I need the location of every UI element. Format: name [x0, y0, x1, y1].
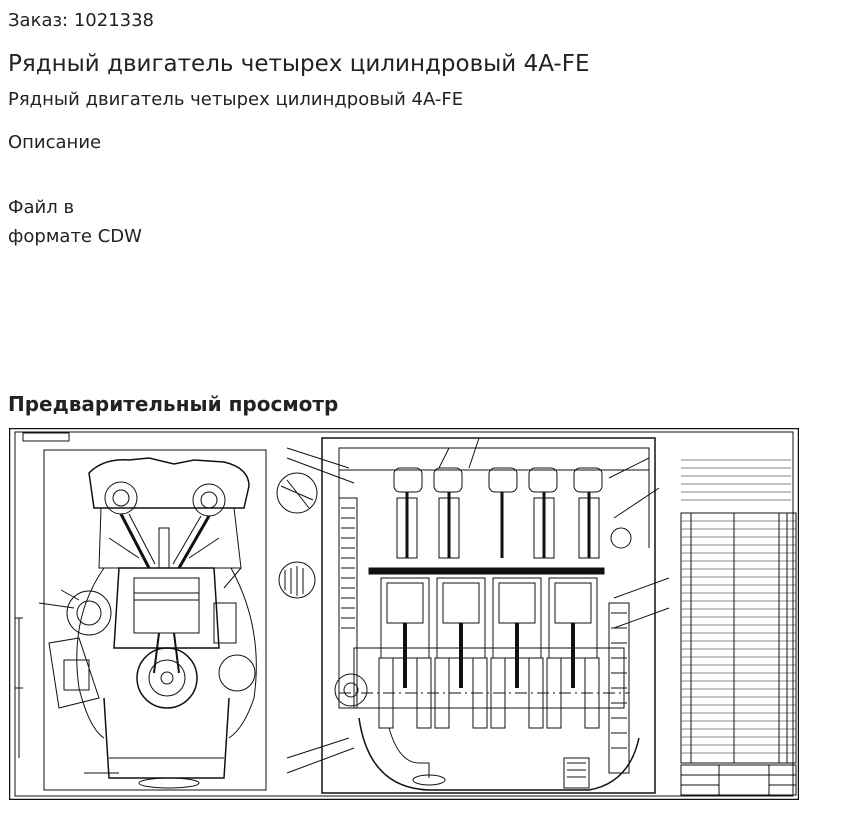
engine-drawing-svg	[9, 428, 799, 800]
file-format-info: Файл в формате CDW	[8, 193, 168, 251]
order-value: 1021338	[73, 10, 155, 31]
preview-heading: Предварительный просмотр	[8, 392, 339, 416]
parts-list-table	[680, 512, 797, 764]
drawing-title-block	[680, 764, 797, 796]
engine-cross-section-view	[38, 449, 267, 791]
order-number: Заказ: 1021338	[8, 10, 154, 32]
product-title: Рядный двигатель четырех цилиндровый 4A-…	[8, 51, 590, 77]
product-subtitle: Рядный двигатель четырех цилиндровый 4A-…	[8, 89, 464, 110]
description-heading: Описание	[8, 132, 102, 153]
technical-notes-block	[681, 459, 791, 501]
file-format-line1: Файл в	[8, 197, 75, 218]
engine-drawing-preview[interactable]	[9, 428, 799, 800]
engine-longitudinal-section-view	[286, 437, 670, 794]
drawing-border	[9, 428, 799, 800]
order-label: Заказ:	[8, 10, 69, 31]
drawing-stamp-topleft	[22, 432, 70, 442]
drawing-inner-frame	[14, 431, 794, 797]
file-format-line2: формате CDW	[8, 226, 142, 247]
detail-circle-views	[276, 472, 318, 599]
